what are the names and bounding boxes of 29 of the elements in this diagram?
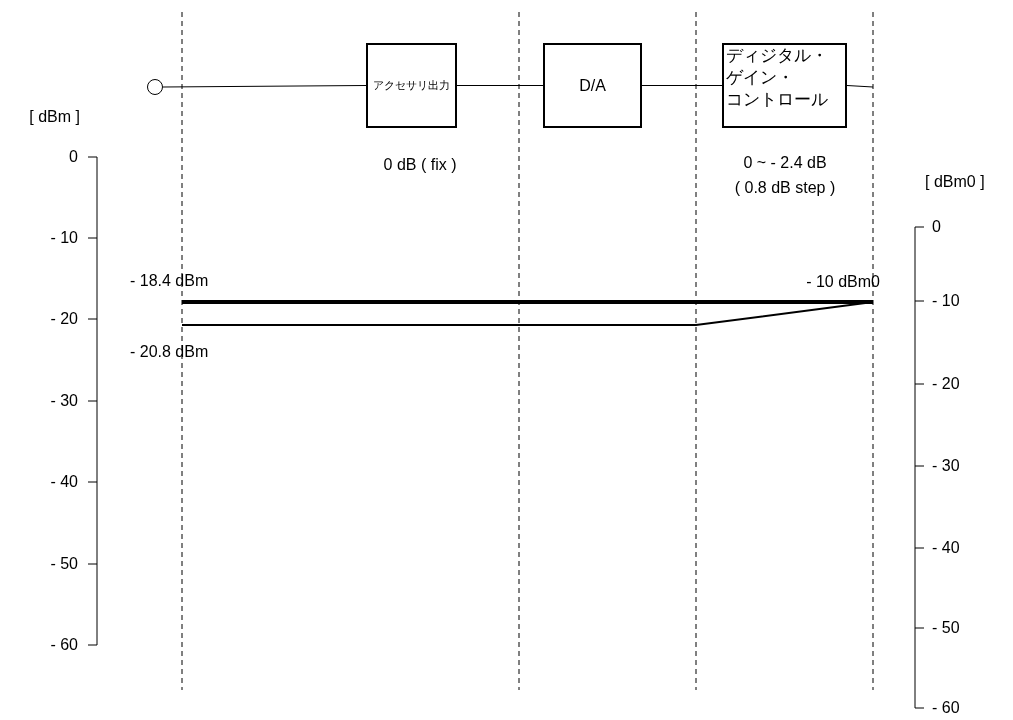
level-label: - 10 dBm0 (806, 272, 880, 292)
tick-label: - 10 (932, 291, 960, 311)
block-box: アクセサリ出力 (366, 43, 457, 128)
signal-line (456, 85, 544, 86)
unit-label: [ dBm0 ] (925, 172, 985, 192)
block-box: ディジタル・ゲイン・コントロール (722, 43, 847, 128)
gain-note: 0 dB ( fix ) (383, 155, 457, 175)
unit-label: [ dBm ] (29, 107, 80, 127)
tick-label: - 50 (932, 618, 960, 638)
tick-label: 0 (932, 217, 941, 237)
level-label: - 20.8 dBm (130, 342, 209, 362)
signal-line (846, 85, 874, 88)
signal-line (641, 85, 723, 86)
tick-label: - 60 (932, 698, 960, 718)
level-label: - 18.4 dBm (130, 271, 209, 291)
tick-label: - 30 (50, 391, 78, 411)
tick-label: 0 (69, 147, 78, 167)
gain-note: ( 0.8 dB step ) (734, 178, 836, 198)
tick-label: - 10 (50, 228, 78, 248)
tick-label: - 40 (50, 472, 78, 492)
tick-label: - 40 (932, 538, 960, 558)
tick-label: - 60 (50, 635, 78, 655)
gain-note: 0 ~ - 2.4 dB (743, 153, 827, 173)
tick-label: - 50 (50, 554, 78, 574)
tick-label: - 20 (50, 309, 78, 329)
signal-line (162, 85, 367, 88)
tick-label: - 30 (932, 456, 960, 476)
tick-label: - 20 (932, 374, 960, 394)
block-box: D/A (543, 43, 642, 128)
